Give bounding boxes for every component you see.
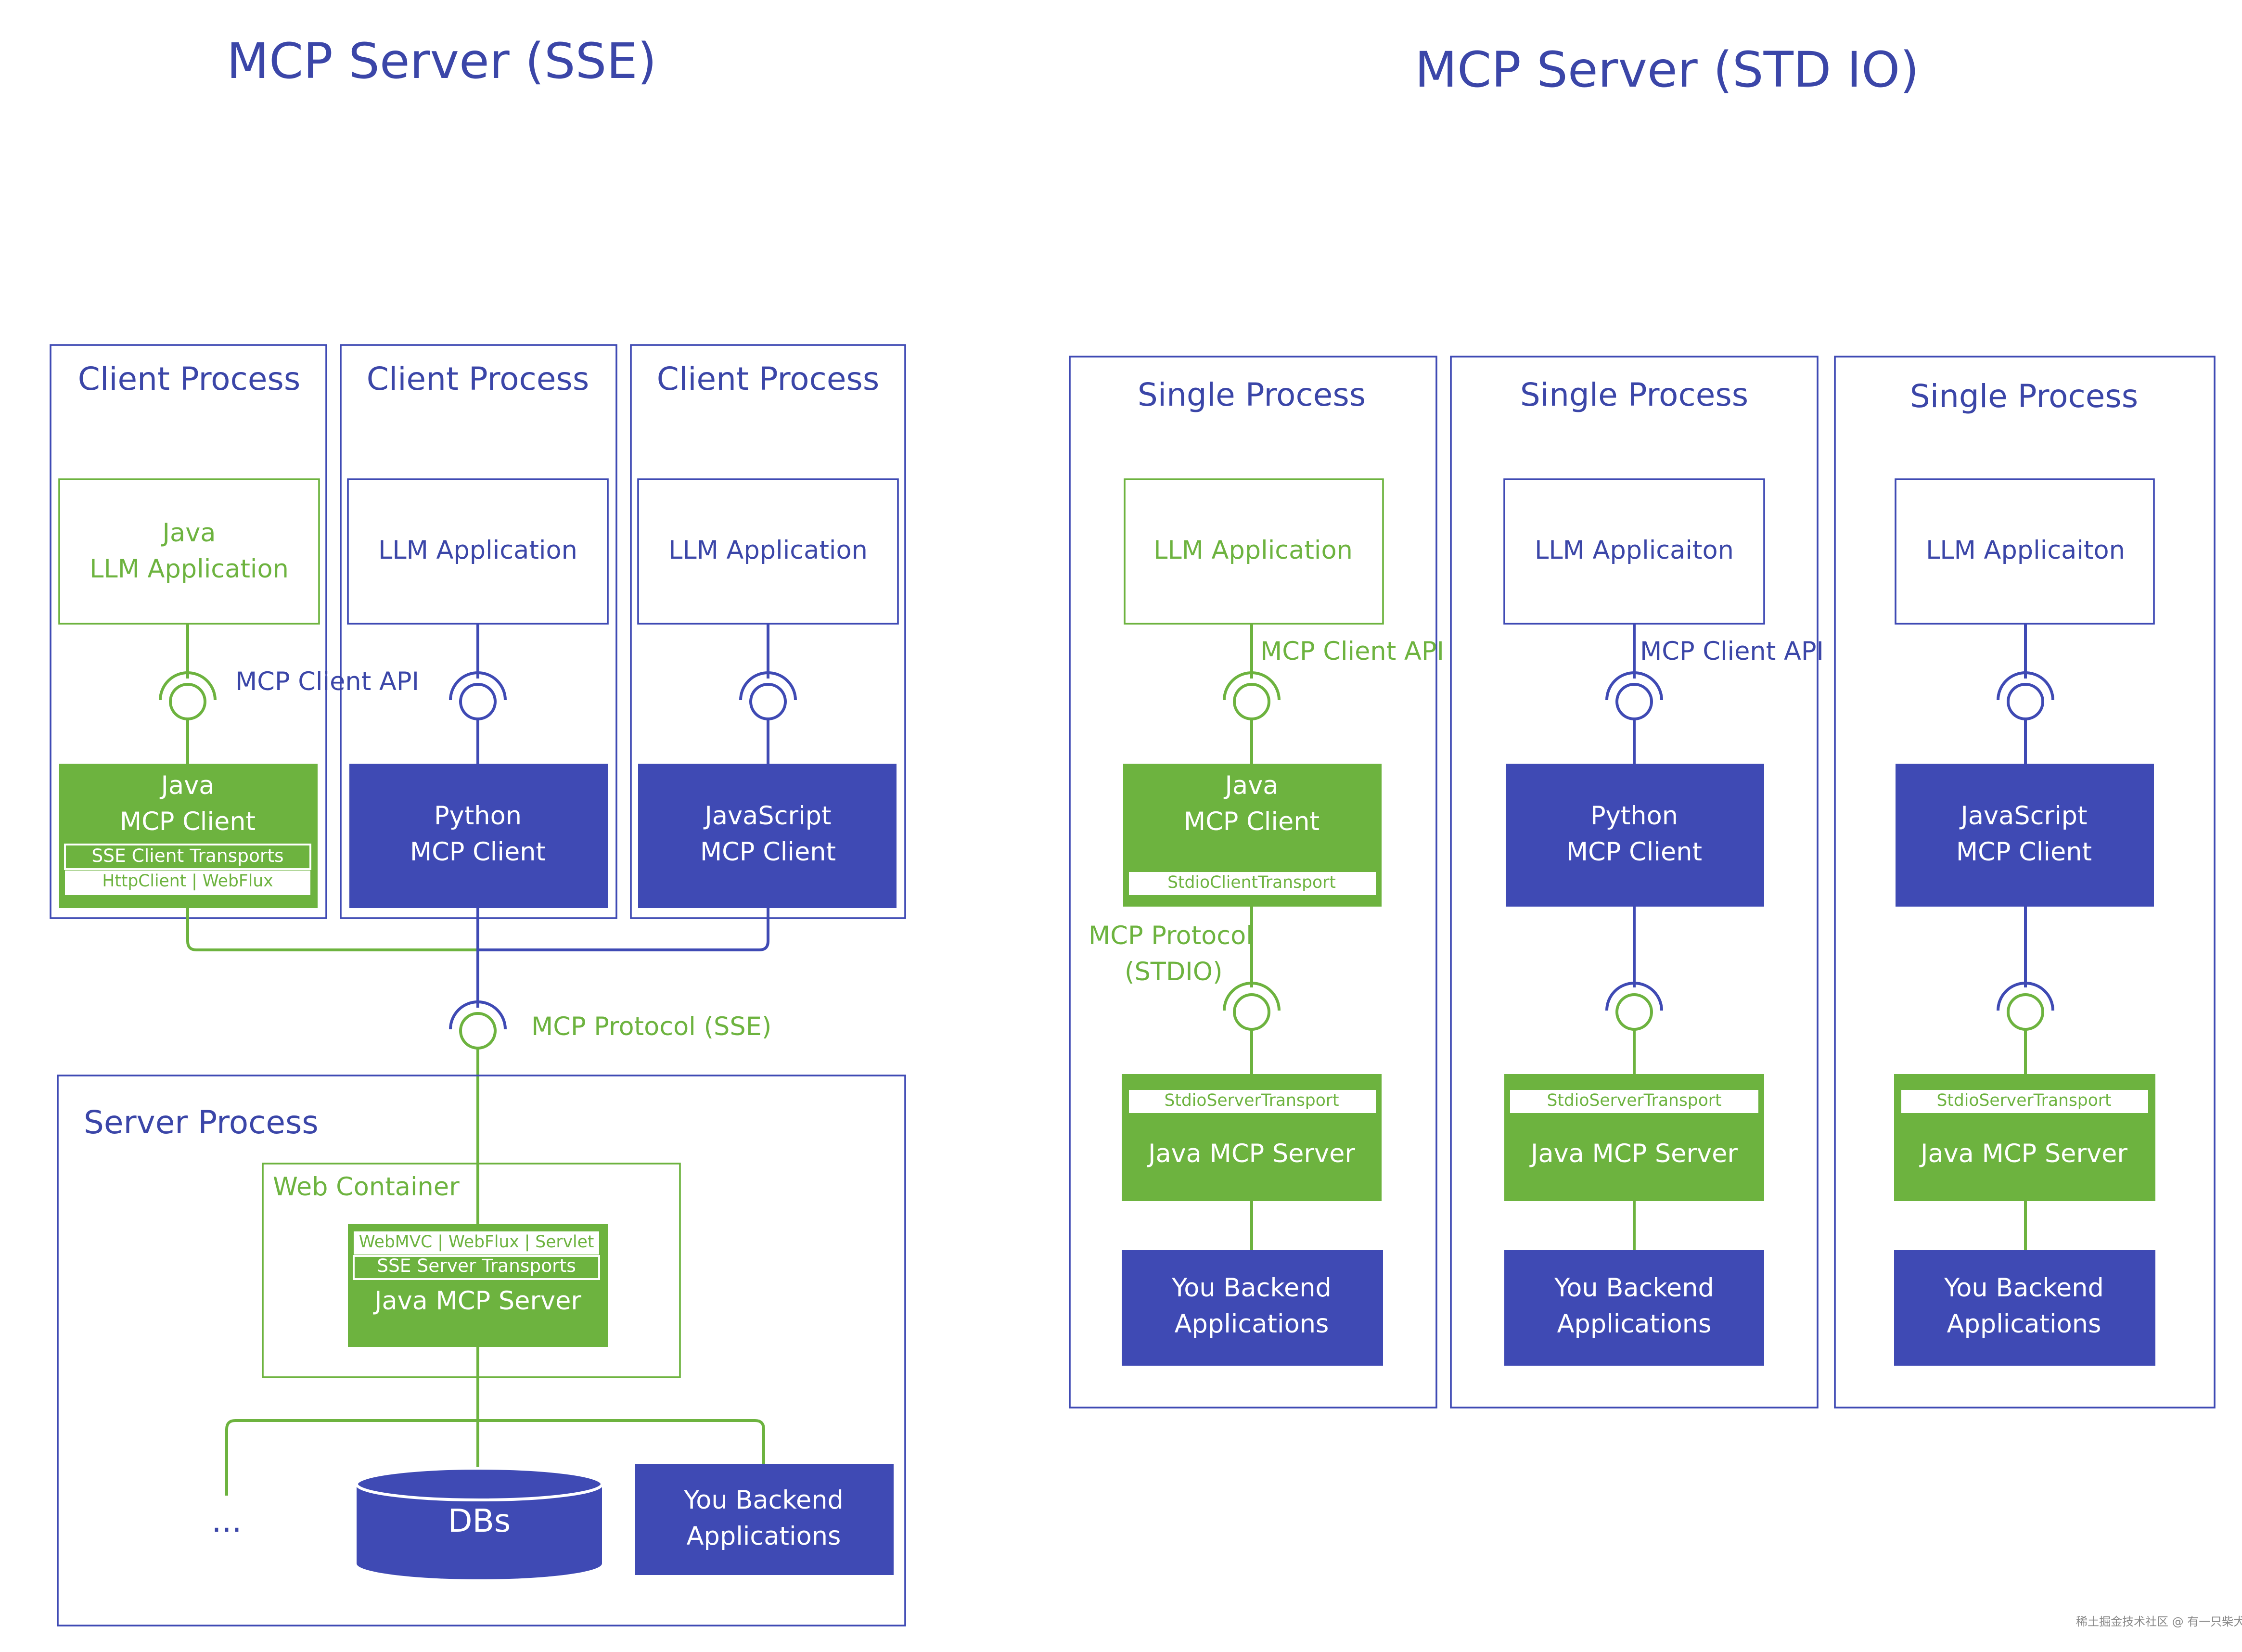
- stdio-server-transport-label-3: StdioServerTransport: [1936, 1090, 2112, 1110]
- python-client-line2: MCP Client: [410, 839, 546, 868]
- sse-client-api-connector-1: [159, 624, 217, 764]
- ellipsis-label: ...: [211, 1504, 242, 1540]
- client-process-label-1: Client Process: [77, 362, 301, 398]
- stdio-mcp-client-api-label-2: MCP Client API: [1640, 638, 1824, 667]
- stdio-backend-box-1: [1122, 1250, 1383, 1366]
- web-container-label: Web Container: [273, 1174, 460, 1203]
- stdio-java-client-line2: MCP Client: [1183, 808, 1320, 837]
- stdio-protocol-label-line1: MCP Protocol: [1089, 922, 1253, 951]
- stdio-python-mcp-client-box: [1506, 764, 1764, 907]
- single-process-box-2: [1450, 356, 1819, 1409]
- sse-java-mcp-server-label: Java MCP Server: [374, 1288, 582, 1317]
- javascript-client-line2: MCP Client: [700, 839, 836, 868]
- stdio-python-client-line2: MCP Client: [1566, 839, 1703, 868]
- stdio-backend-box-2: [1504, 1250, 1764, 1366]
- stdio-llm-app-box-1: [1124, 478, 1384, 625]
- stdio-llm-app-label-1: LLM Application: [1153, 537, 1353, 566]
- web-container-box: [262, 1163, 681, 1378]
- python-mcp-client-box: [349, 764, 608, 908]
- client-process-label-3: Client Process: [656, 362, 880, 398]
- stdio-client-transport-bar: [1129, 872, 1376, 895]
- client-process-label-2: Client Process: [366, 362, 589, 398]
- stdio-connectors-1: [1223, 624, 1281, 1250]
- java-llm-app-line2: LLM Application: [90, 556, 289, 585]
- javascript-client-line1: JavaScript: [705, 803, 832, 832]
- stdio-server-transport-label-1: StdioServerTransport: [1164, 1090, 1339, 1110]
- sse-backend-line2: Applications: [686, 1523, 841, 1552]
- sse-title: MCP Server (SSE): [227, 33, 657, 91]
- sse-mcp-protocol-label: MCP Protocol (SSE): [531, 1013, 772, 1042]
- stdio-server-transport-bar-1: [1129, 1090, 1376, 1113]
- stdio-connectors-3: [1997, 624, 2054, 1250]
- sse-backend-line1: You Backend: [684, 1487, 844, 1516]
- sse-client-api-connector-2: [449, 624, 507, 764]
- single-process-box-3: [1834, 356, 2216, 1409]
- single-process-label-1: Single Process: [1137, 378, 1366, 414]
- stdio-backend-3-line1: You Backend: [1944, 1275, 2104, 1304]
- java-client-bus-line: [186, 908, 478, 951]
- stdio-server-transport-label-2: StdioServerTransport: [1547, 1090, 1722, 1110]
- stdio-backend-3-line2: Applications: [1947, 1311, 2101, 1340]
- stdio-java-mcp-server-label-1: Java MCP Server: [1148, 1140, 1356, 1169]
- stdio-javascript-client-line2: MCP Client: [1956, 839, 2092, 868]
- stdio-title: MCP Server (STD IO): [1415, 42, 1920, 100]
- dbs-cylinder: [355, 1467, 603, 1579]
- single-process-label-2: Single Process: [1520, 378, 1749, 414]
- sse-server-transport-label: SSE Server Transports: [377, 1255, 576, 1276]
- dbs-label: DBs: [448, 1504, 511, 1540]
- stdio-connectors-2: [1605, 624, 1663, 1250]
- stdio-protocol-label-line2: (STDIO): [1125, 959, 1223, 987]
- httpclient-webflux-bar: [65, 871, 310, 895]
- sse-backend-apps-box: [635, 1464, 894, 1575]
- sse-client-transport-label: SSE Client Transports: [91, 845, 284, 866]
- stdio-server-transport-bar-3: [1901, 1090, 2148, 1113]
- javascript-mcp-client-box: [638, 764, 897, 908]
- llm-app-label-3: LLM Application: [668, 537, 868, 566]
- javascript-client-bus-line: [478, 908, 769, 951]
- stdio-backend-1-line1: You Backend: [1172, 1275, 1332, 1304]
- stdio-java-mcp-server-label-3: Java MCP Server: [1920, 1140, 2128, 1169]
- java-llm-app-line1: Java: [162, 520, 216, 549]
- sse-protocol-socket: [449, 1000, 507, 1030]
- webmvc-webflux-servlet-bar: [354, 1231, 599, 1255]
- stdio-client-transport-label: StdioClientTransport: [1167, 872, 1336, 892]
- single-process-label-3: Single Process: [1909, 380, 2139, 416]
- java-client-line1: Java: [161, 772, 215, 801]
- stdio-server-transport-bar-2: [1510, 1090, 1758, 1113]
- sse-client-api-connector-3: [739, 624, 797, 764]
- server-process-box: [57, 1075, 906, 1626]
- webmvc-webflux-servlet-label: WebMVC | WebFlux | Servlet: [359, 1231, 594, 1252]
- sse-server-transport-bar: [353, 1255, 600, 1280]
- sse-client-transport-bar: [64, 844, 311, 870]
- single-process-box-1: [1069, 356, 1437, 1409]
- stdio-backend-box-3: [1894, 1250, 2155, 1366]
- stdio-java-mcp-server-label-2: Java MCP Server: [1530, 1140, 1738, 1169]
- stdio-mcp-client-api-label-1: MCP Client API: [1260, 638, 1445, 667]
- stdio-llm-app-label-3: LLM Applicaiton: [1926, 537, 2125, 566]
- stdio-llm-app-label-2: LLM Applicaiton: [1535, 537, 1734, 566]
- llm-app-label-2: LLM Application: [378, 537, 577, 566]
- watermark: 稀土掘金技术社区 @ 有一只柴犬: [2076, 1615, 2242, 1628]
- python-client-line1: Python: [434, 803, 522, 832]
- httpclient-webflux-label: HttpClient | WebFlux: [102, 871, 273, 891]
- sse-protocol-ball: [459, 1012, 497, 1050]
- stdio-java-client-line1: Java: [1225, 772, 1279, 801]
- stdio-backend-1-line2: Applications: [1174, 1311, 1329, 1340]
- stdio-python-client-line1: Python: [1590, 803, 1678, 832]
- stdio-backend-2-line1: You Backend: [1554, 1275, 1714, 1304]
- sse-mcp-client-api-label: MCP Client API: [235, 668, 420, 697]
- stdio-javascript-mcp-client-box: [1896, 764, 2154, 907]
- server-resource-lines: [225, 1347, 765, 1496]
- java-client-line2: MCP Client: [119, 808, 256, 837]
- stdio-javascript-client-line1: JavaScript: [1960, 803, 2088, 832]
- server-process-label: Server Process: [84, 1106, 319, 1142]
- stdio-backend-2-line2: Applications: [1557, 1311, 1712, 1340]
